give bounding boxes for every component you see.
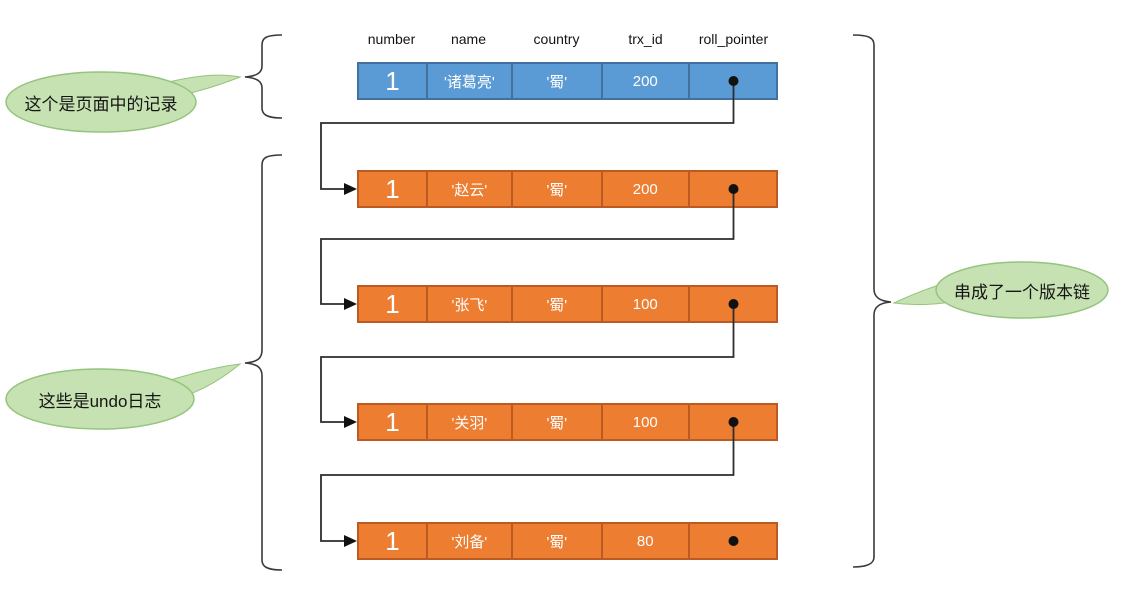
arrowhead-icon	[344, 416, 357, 428]
arrowhead-icon	[344, 183, 357, 195]
page-record-row: 1 '诸葛亮' '蜀' 200	[357, 62, 778, 100]
version-chain-brace	[852, 34, 892, 568]
header-roll-pointer: roll_pointer	[698, 31, 769, 47]
header-number: number	[367, 31, 416, 47]
header-country: country	[533, 31, 580, 47]
callout-page-record: 这个是页面中的记录	[24, 94, 178, 114]
cell-name: '刘备'	[426, 524, 511, 558]
roll-pointer-cell	[687, 524, 776, 558]
arrowhead-icon	[344, 298, 357, 310]
cell-number: 1	[385, 406, 400, 437]
cell-country: '蜀'	[510, 405, 601, 439]
cell-country: '蜀'	[510, 64, 601, 98]
callout-undo-logs: 这些是undo日志	[38, 391, 162, 411]
undo-logs-brace	[244, 154, 283, 571]
cell-number: 1	[385, 525, 400, 556]
cell-name: '关羽'	[426, 405, 511, 439]
cell-number: 1	[385, 173, 400, 204]
callout-version-chain: 串成了一个版本链	[954, 282, 1090, 302]
cell-name: '赵云'	[426, 172, 511, 206]
header-trx-id: trx_id	[628, 31, 663, 47]
undo-log-row: 1 '关羽' '蜀' 100	[357, 403, 778, 441]
undo-log-row: 1 '张飞' '蜀' 100	[357, 285, 778, 323]
cell-name: '张飞'	[426, 287, 511, 321]
cell-number: 1	[385, 65, 400, 96]
cell-name: '诸葛亮'	[426, 64, 511, 98]
roll-pointer-cell	[687, 172, 776, 206]
undo-log-row: 1 '赵云' '蜀' 200	[357, 170, 778, 208]
cell-number: 1	[385, 288, 400, 319]
header-name: name	[450, 31, 487, 47]
cell-country: '蜀'	[510, 287, 601, 321]
roll-pointer-cell	[687, 287, 776, 321]
undo-log-row: 1 '刘备' '蜀' 80	[357, 522, 778, 560]
cell-trx-id: 200	[601, 64, 688, 98]
roll-pointer-cell	[687, 405, 776, 439]
cell-country: '蜀'	[510, 172, 601, 206]
arrowhead-icon	[344, 535, 357, 547]
cell-trx-id: 100	[601, 405, 688, 439]
cell-trx-id: 100	[601, 287, 688, 321]
cell-trx-id: 200	[601, 172, 688, 206]
page-record-brace	[244, 34, 283, 119]
cell-trx-id: 80	[601, 524, 688, 558]
roll-pointer-cell	[687, 64, 776, 98]
cell-country: '蜀'	[510, 524, 601, 558]
column-headers: number name country trx_id roll_pointer	[357, 31, 778, 47]
